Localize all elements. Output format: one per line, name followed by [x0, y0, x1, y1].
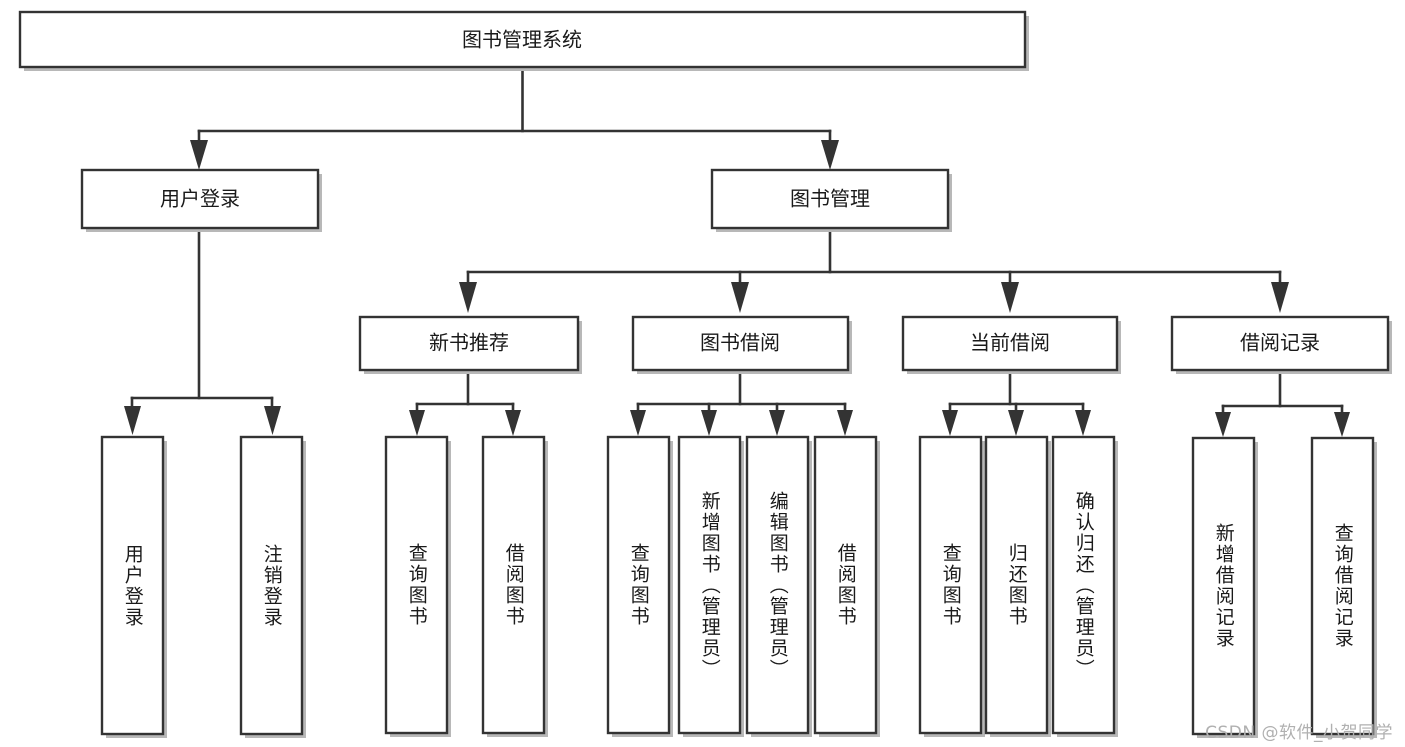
arrow-head-user-login [190, 140, 208, 170]
arrow-head-leaf-logout [264, 406, 281, 435]
root-label: 图书管理系统 [462, 28, 582, 52]
leaf-box-query-book-2[interactable] [606, 435, 671, 735]
leaf-box-add-record[interactable] [1191, 436, 1256, 736]
book-management-label: 图书管理 [790, 187, 870, 211]
arrow-head-bb-leaf4 [837, 410, 853, 436]
connector-group [124, 65, 1350, 437]
node-user-login[interactable]: 用户登录 [80, 168, 322, 232]
leaf-box-confirm-return[interactable] [1051, 435, 1116, 735]
leaf-box-user-login[interactable] [100, 435, 165, 736]
arrow-head-book-borrow [731, 282, 749, 313]
book-borrow-box[interactable] [631, 315, 850, 372]
arrow-head-newbook-leaf2 [505, 410, 521, 436]
leaf-box-logout[interactable] [239, 435, 304, 736]
borrow-record-box[interactable] [1170, 315, 1390, 372]
arrow-head-cb-leaf2 [1008, 410, 1024, 436]
arrow-head-new-book [459, 282, 477, 313]
leaf-box-query-book-1[interactable] [384, 435, 449, 735]
node-new-book-recommend[interactable]: 新书推荐 [358, 315, 582, 374]
arrow-head-br-leaf2 [1334, 412, 1350, 437]
arrow-head-bb-leaf1 [630, 410, 646, 436]
book-borrow-label: 图书借阅 [700, 331, 780, 355]
arrow-head-current-borrow [1001, 282, 1019, 313]
node-current-borrow[interactable]: 当前借阅 [901, 315, 1121, 374]
csdn-watermark: CSDN @软件_小贺同学 [1205, 723, 1393, 743]
arrow-head-book-mgmt [821, 140, 839, 170]
user-login-label: 用户登录 [160, 187, 240, 211]
arrow-head-bb-leaf2 [701, 410, 717, 436]
arrow-head-borrow-record [1271, 282, 1289, 313]
new-book-recommend-box[interactable] [358, 315, 580, 372]
leaf-box-add-book[interactable] [677, 435, 742, 735]
root-box[interactable] [18, 10, 1027, 69]
arrow-head-newbook-leaf1 [409, 410, 425, 436]
leaf-box-borrow-book-1[interactable] [481, 435, 546, 735]
node-borrow-record[interactable]: 借阅记录 [1170, 315, 1392, 374]
leaf-box-group [100, 435, 1377, 738]
arrow-head-cb-leaf3 [1075, 410, 1091, 436]
borrow-record-label: 借阅记录 [1240, 331, 1320, 355]
arrow-head-br-leaf1 [1215, 412, 1231, 437]
book-management-box[interactable] [710, 168, 950, 230]
leaf-box-query-book-3[interactable] [918, 435, 983, 735]
arrow-head-bb-leaf3 [769, 410, 785, 436]
user-login-box[interactable] [80, 168, 320, 230]
leaf-box-query-record[interactable] [1310, 436, 1375, 736]
node-root-system[interactable]: 图书管理系统 [18, 10, 1029, 71]
arrow-head-leaf-user-login [124, 406, 141, 435]
leaf-box-borrow-book-2[interactable] [813, 435, 878, 735]
node-book-management[interactable]: 图书管理 [710, 168, 952, 232]
new-book-recommend-label: 新书推荐 [429, 331, 509, 355]
leaf-box-edit-book[interactable] [745, 435, 810, 735]
current-borrow-box[interactable] [901, 315, 1119, 372]
current-borrow-label: 当前借阅 [970, 331, 1050, 355]
leaf-box-return-book[interactable] [984, 435, 1049, 735]
arrow-head-cb-leaf1 [942, 410, 958, 436]
node-book-borrow[interactable]: 图书借阅 [631, 315, 852, 374]
